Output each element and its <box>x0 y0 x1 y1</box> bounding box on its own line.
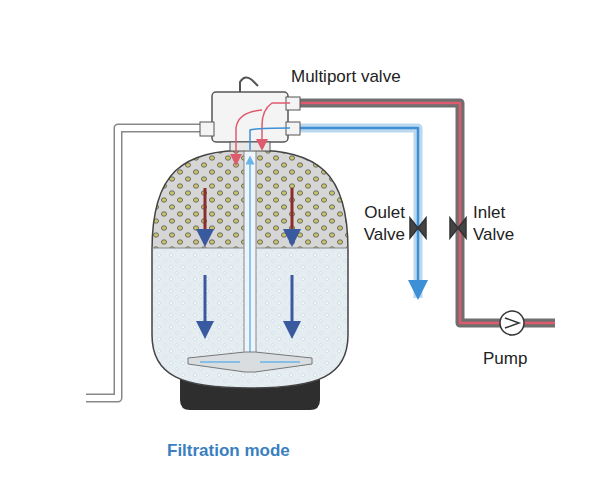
caption: Filtration mode <box>167 440 290 462</box>
part-label: Inlet Valve <box>473 202 514 246</box>
part-label: Oulet Valve <box>364 202 405 246</box>
part-label: Multiport valve <box>291 66 401 88</box>
part-label: Pump <box>483 348 527 370</box>
